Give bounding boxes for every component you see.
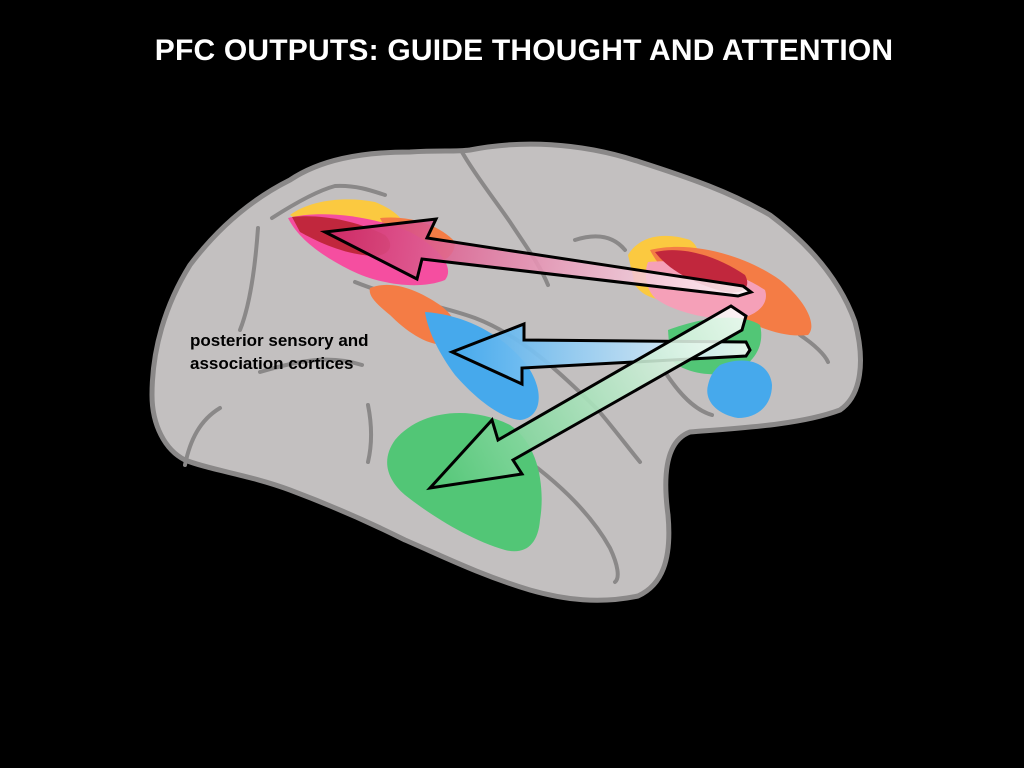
pfc-to-parietal-arrow: [319, 217, 755, 298]
parietal-blue-region: [707, 360, 772, 418]
label-line-2: association cortices: [190, 354, 354, 373]
frontal-sulcus: [270, 183, 387, 220]
parietal-small-sulcus: [663, 370, 714, 417]
pfc-to-occipital-blue-arrow: [448, 321, 752, 387]
temporal-sulcus-small: [366, 403, 373, 464]
principal-sulcus-ventral: [258, 357, 364, 374]
superior-temporal-sulcus: [518, 453, 620, 584]
lunate-sulcus: [798, 333, 830, 364]
label-line-1: posterior sensory and: [190, 331, 369, 350]
pfc-to-temporal-green-arrow: [426, 304, 748, 491]
projection-arrows: [319, 217, 755, 491]
intraparietal-sulcus: [573, 234, 627, 252]
posterior-cortices-label: posterior sensory and association cortic…: [190, 329, 369, 375]
arcuate-sulcus: [238, 226, 260, 332]
orbital-sulcus: [183, 406, 222, 467]
slide-title: PFC OUTPUTS: GUIDE THOUGHT AND ATTENTION: [154, 34, 894, 67]
